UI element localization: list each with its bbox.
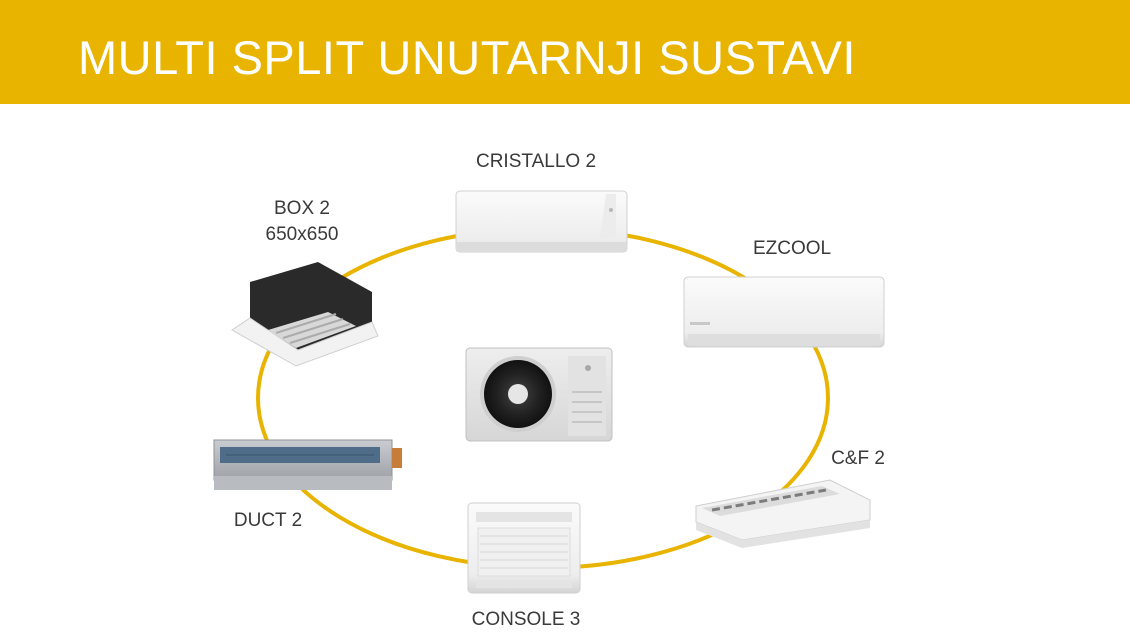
ezcool-unit-image: [683, 276, 885, 348]
header-bar: MULTI SPLIT UNUTARNJI SUSTAVI: [0, 0, 1130, 104]
box-label: BOX 2 650x650: [242, 196, 362, 248]
page-title: MULTI SPLIT UNUTARNJI SUSTAVI: [78, 31, 856, 84]
box-cassette-image: [231, 262, 379, 367]
cf-label: C&F 2: [808, 446, 908, 472]
cristallo-unit-image: [455, 190, 628, 253]
duct-label-text: DUCT 2: [233, 510, 303, 531]
console-label-text: CONSOLE 3: [471, 609, 581, 630]
duct-unit-image: [213, 439, 402, 490]
ezcool-label: EZCOOL: [732, 236, 852, 262]
box-label-line2: 650x650: [265, 224, 339, 245]
box-label-line1: BOX 2: [274, 198, 330, 219]
duct-label: DUCT 2: [208, 508, 328, 534]
cristallo-label: CRISTALLO 2: [466, 149, 606, 175]
console-unit-image: [467, 502, 581, 594]
console-label: CONSOLE 3: [456, 607, 596, 633]
cf-label-text: C&F 2: [831, 448, 885, 469]
ezcool-label-text: EZCOOL: [752, 238, 832, 259]
cf-unit-image: [695, 479, 871, 548]
cristallo-label-text: CRISTALLO 2: [475, 151, 597, 172]
outdoor-unit-image: [465, 347, 613, 442]
